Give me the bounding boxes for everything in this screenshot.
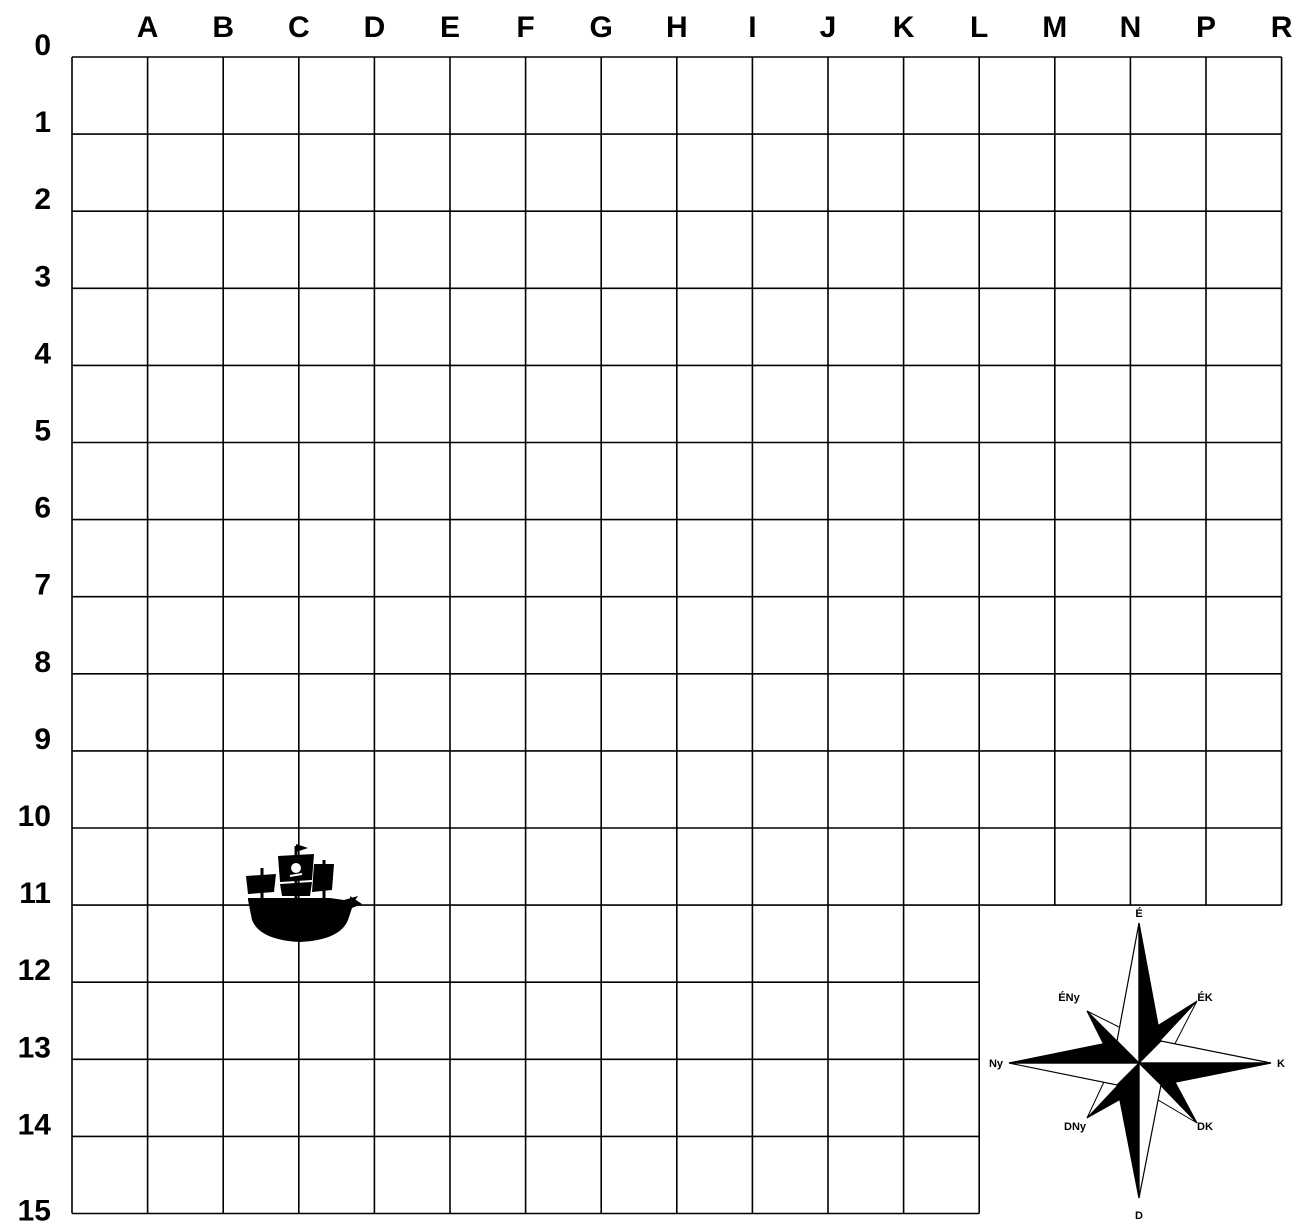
- column-label-N: N: [1120, 11, 1142, 44]
- compass-northwest-label: ÉNy: [1058, 991, 1080, 1004]
- column-label-D: D: [364, 11, 386, 44]
- row-label-11: 11: [19, 877, 51, 910]
- column-label-R: R: [1271, 11, 1293, 44]
- column-label-I: I: [748, 11, 756, 44]
- compass-east-label: K: [1277, 1058, 1285, 1070]
- column-label-H: H: [666, 11, 688, 44]
- column-label-C: C: [288, 11, 310, 44]
- compass-north-label: É: [1135, 907, 1142, 920]
- row-label-10: 10: [18, 800, 51, 833]
- row-label-14: 14: [18, 1108, 52, 1141]
- row-label-2: 2: [34, 183, 51, 216]
- row-label-0: 0: [34, 29, 51, 62]
- compass-south-label: D: [1135, 1210, 1143, 1222]
- column-label-E: E: [440, 11, 460, 44]
- row-label-3: 3: [34, 260, 51, 293]
- pirate-ship-icon[interactable]: [246, 844, 362, 942]
- column-label-J: J: [820, 11, 837, 44]
- compass-northeast-label: ÉK: [1197, 991, 1212, 1004]
- column-label-K: K: [893, 11, 915, 44]
- row-label-8: 8: [34, 646, 51, 679]
- row-label-15: 15: [18, 1195, 51, 1228]
- column-label-L: L: [970, 11, 988, 44]
- row-label-4: 4: [34, 337, 51, 370]
- row-label-13: 13: [18, 1031, 51, 1064]
- compass-rose-icon: É D K Ny ÉK ÉNy DK DNy: [989, 907, 1285, 1222]
- column-label-B: B: [212, 11, 234, 44]
- row-label-12: 12: [18, 954, 51, 987]
- compass-southwest-label: DNy: [1064, 1121, 1087, 1133]
- compass-west-label: Ny: [989, 1058, 1004, 1070]
- map-grid: [72, 57, 1282, 1214]
- row-label-5: 5: [34, 415, 51, 448]
- row-label-1: 1: [34, 106, 51, 139]
- column-label-A: A: [137, 11, 159, 44]
- row-label-6: 6: [34, 492, 51, 525]
- column-label-F: F: [516, 11, 534, 44]
- row-label-9: 9: [34, 723, 51, 756]
- column-label-G: G: [590, 11, 613, 44]
- compass-southeast-label: DK: [1197, 1121, 1213, 1133]
- column-label-P: P: [1196, 11, 1216, 44]
- column-label-M: M: [1042, 11, 1067, 44]
- row-label-7: 7: [34, 569, 51, 602]
